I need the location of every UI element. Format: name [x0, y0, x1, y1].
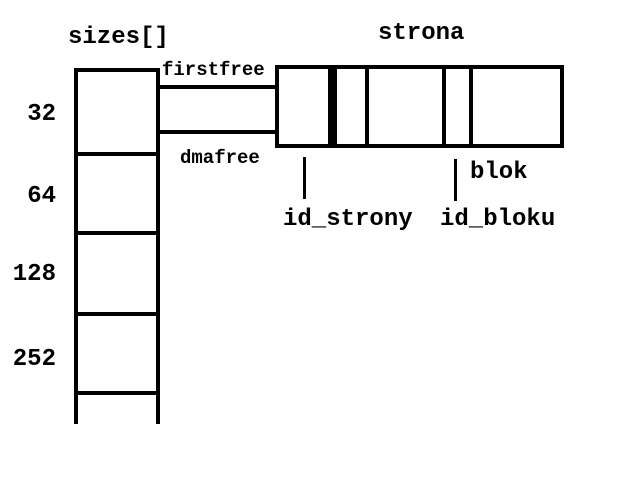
sizes-array-title: sizes[]	[68, 24, 169, 51]
cell-divider	[442, 69, 446, 144]
sizes-row-divider	[78, 231, 156, 235]
blok-label: blok	[470, 159, 528, 186]
id-bloku-label: id_bloku	[440, 206, 556, 233]
dmafree-label: dmafree	[180, 147, 260, 169]
id-strony-label: id_strony	[283, 206, 413, 233]
id-bloku-tick	[454, 159, 457, 201]
firstfree-pointer-line	[160, 85, 275, 89]
strona-page-box	[275, 65, 564, 148]
size-row-label: 128	[12, 261, 56, 288]
dmafree-pointer-line	[160, 130, 275, 134]
sizes-array-column	[74, 68, 160, 424]
size-row-label: 252	[12, 346, 56, 373]
id-strony-tick	[303, 157, 306, 199]
sizes-row-divider	[78, 391, 156, 395]
cell-divider	[469, 69, 473, 144]
cell-divider	[365, 69, 369, 144]
firstfree-label: firstfree	[162, 59, 265, 81]
sizes-row-divider	[78, 152, 156, 156]
sizes-row-divider	[78, 312, 156, 316]
strona-title: strona	[378, 20, 465, 47]
size-row-label: 32	[27, 101, 56, 128]
size-row-label: 64	[27, 183, 56, 210]
allocated-block-bar	[328, 69, 337, 144]
